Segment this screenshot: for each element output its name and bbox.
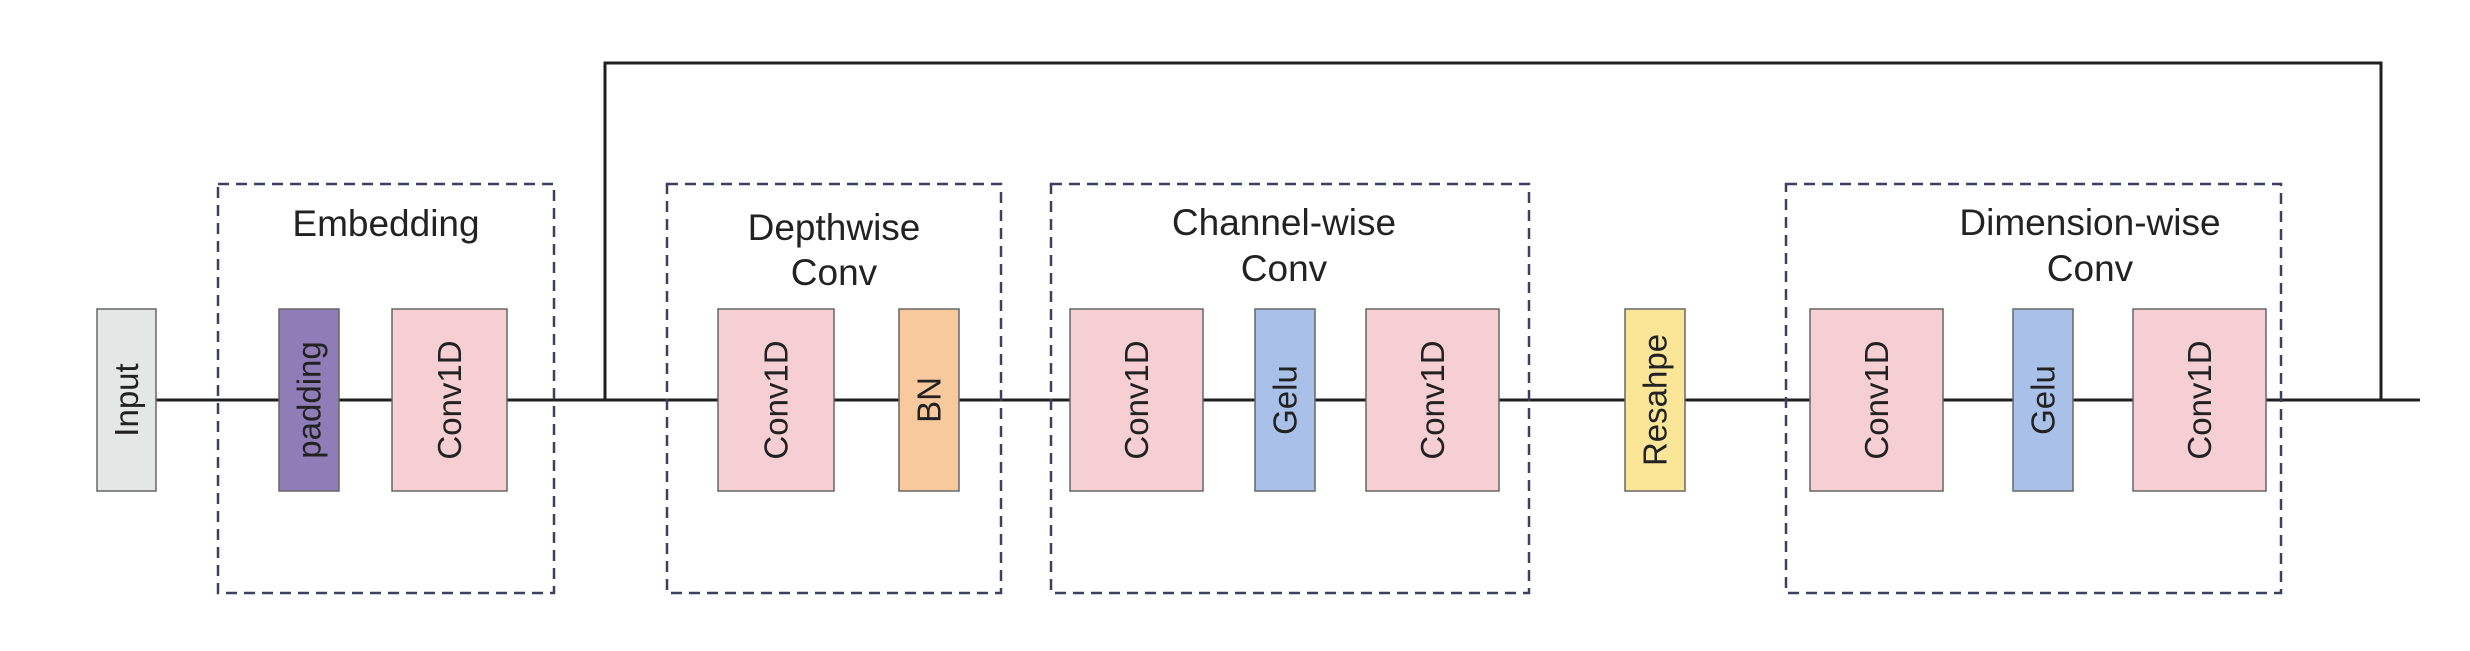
svg-text:Gelu: Gelu xyxy=(1267,365,1304,435)
bn-block: BN xyxy=(898,308,960,492)
svg-text:padding: padding xyxy=(291,341,328,458)
reshape-block: Resahpe xyxy=(1624,308,1686,492)
dimensionwise-conv1d-block-1: Conv1D xyxy=(1809,308,1944,492)
svg-text:Resahpe: Resahpe xyxy=(1637,334,1674,466)
svg-text:BN: BN xyxy=(911,377,948,423)
svg-text:Conv1D: Conv1D xyxy=(431,340,468,459)
channelwise-gelu-block: Gelu xyxy=(1254,308,1316,492)
svg-text:Conv1D: Conv1D xyxy=(1118,340,1155,459)
embedding-title: Embedding xyxy=(292,203,479,244)
depthwise-title-line2: Conv xyxy=(791,252,878,293)
channelwise-title-line2: Conv xyxy=(1241,248,1328,289)
embedding-group-box xyxy=(216,182,556,595)
channelwise-conv1d-block-2: Conv1D xyxy=(1365,308,1500,492)
svg-text:Input: Input xyxy=(108,363,145,436)
padding-block: padding xyxy=(278,308,340,492)
depthwise-group-box xyxy=(665,182,1003,595)
channelwise-conv1d-block-1: Conv1D xyxy=(1069,308,1204,492)
dimensionwise-group-box xyxy=(1784,182,2283,595)
channelwise-group-box xyxy=(1049,182,1531,595)
depthwise-conv1d-block: Conv1D xyxy=(717,308,835,492)
dimensionwise-title-line2: Conv xyxy=(2047,248,2134,289)
dimensionwise-title-line1: Dimension-wise xyxy=(1959,202,2220,243)
svg-text:Conv1D: Conv1D xyxy=(2181,340,2218,459)
dimensionwise-gelu-block: Gelu xyxy=(2012,308,2074,492)
input-block: Input xyxy=(96,308,157,492)
dimensionwise-conv1d-block-2: Conv1D xyxy=(2132,308,2267,492)
channelwise-title-line1: Channel-wise xyxy=(1172,202,1396,243)
svg-text:Gelu: Gelu xyxy=(2025,365,2062,435)
skip-connection-line xyxy=(603,61,2383,400)
svg-text:Conv1D: Conv1D xyxy=(1414,340,1451,459)
svg-text:Conv1D: Conv1D xyxy=(758,340,795,459)
depthwise-title-line1: Depthwise xyxy=(748,207,921,248)
svg-text:Conv1D: Conv1D xyxy=(1858,340,1895,459)
embedding-conv1d-block: Conv1D xyxy=(391,308,508,492)
